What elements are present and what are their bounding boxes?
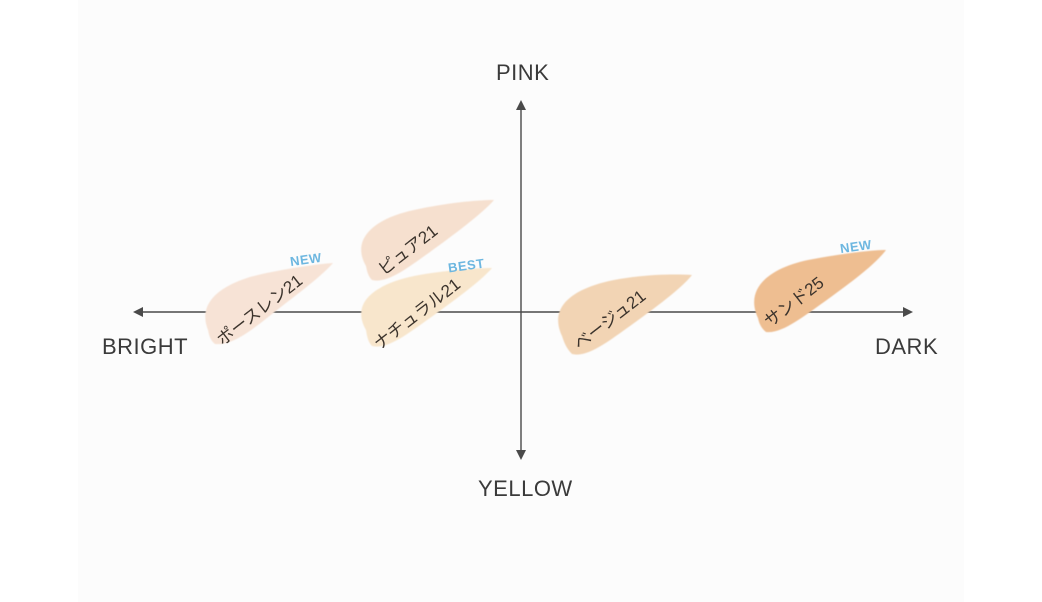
swatch-pure-shape (361, 200, 494, 281)
swatch-beige-shape (558, 274, 692, 355)
swatch-natural (361, 268, 492, 347)
swatch-sand (754, 250, 886, 333)
swatch-beige (558, 274, 692, 355)
axis-label-bottom: YELLOW (478, 476, 573, 501)
swatch-natural-shape (361, 268, 492, 347)
axis-label-top: PINK (496, 60, 550, 85)
arrow-down-icon (516, 450, 526, 460)
axis-label-right: DARK (875, 334, 939, 359)
swatch-sand-shape (754, 250, 886, 333)
axis-label-left: BRIGHT (102, 334, 189, 359)
swatch-porcelain-shape (205, 263, 333, 345)
swatch-porcelain (205, 263, 333, 345)
arrow-left-icon (133, 307, 143, 317)
arrow-up-icon (516, 100, 526, 110)
swatch-pure (361, 200, 494, 281)
arrow-right-icon (903, 307, 913, 317)
